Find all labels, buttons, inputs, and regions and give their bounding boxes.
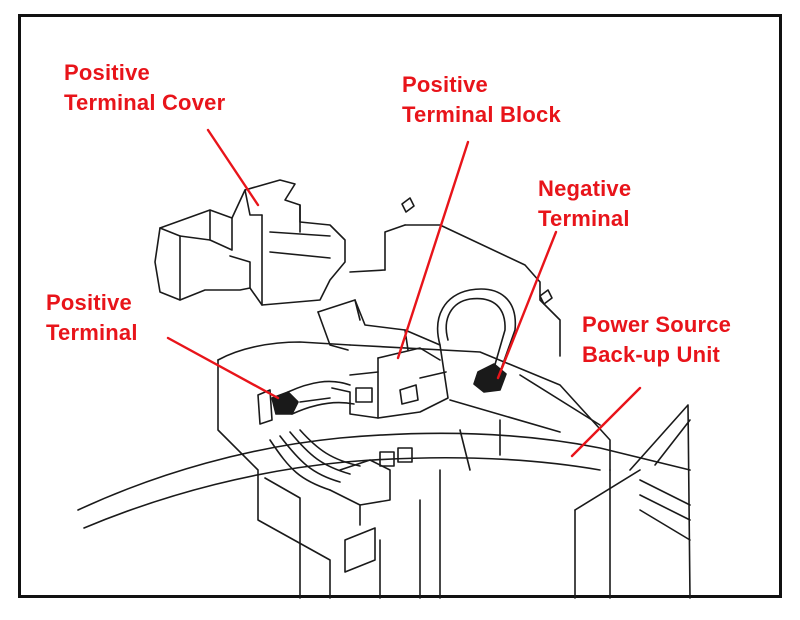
leader-lines — [166, 128, 642, 458]
positive-terminal-nut — [271, 391, 299, 415]
label-power-source-backup-unit-line1: Power Source — [582, 312, 732, 337]
front-cable-upper — [77, 432, 691, 511]
label-positive-terminal-block-line1: Positive — [402, 72, 488, 97]
terminal-block-shape — [317, 299, 449, 419]
negative-terminal-nut — [473, 363, 507, 393]
leader-terminal-cover — [206, 128, 260, 207]
terminal-cover-shape — [154, 179, 346, 306]
backup-unit-top — [349, 344, 611, 471]
label-positive-terminal-block-line2: Terminal Block — [402, 102, 561, 127]
negative-cable-loop — [436, 288, 517, 373]
diagram-frame — [18, 14, 782, 598]
leader-negative-terminal — [496, 230, 558, 380]
housing-outline — [217, 359, 331, 599]
label-positive-terminal-line1: Positive — [46, 290, 132, 315]
label-positive-terminal-cover-line2: Terminal Cover — [64, 90, 226, 115]
leader-positive-terminal — [166, 336, 280, 400]
label-positive-terminal-cover-line1: Positive — [64, 60, 150, 85]
front-cable-lower — [83, 456, 601, 529]
leader-backup-unit — [570, 386, 642, 458]
label-positive-terminal-cover: Positive Terminal Cover — [64, 58, 225, 118]
leader-terminal-block — [396, 140, 470, 360]
label-positive-terminal-line2: Terminal — [46, 320, 138, 345]
label-negative-terminal-line1: Negative — [538, 176, 632, 201]
label-negative-terminal-line2: Terminal — [538, 206, 630, 231]
label-power-source-backup-unit-line2: Back-up Unit — [582, 342, 721, 367]
label-power-source-backup-unit: Power Source Back-up Unit — [582, 310, 731, 370]
bracket-plate — [404, 224, 561, 357]
label-positive-terminal: Positive Terminal — [46, 288, 138, 348]
label-positive-terminal-block: Positive Terminal Block — [402, 70, 561, 130]
label-negative-terminal: Negative Terminal — [538, 174, 631, 234]
line-art — [77, 179, 691, 599]
